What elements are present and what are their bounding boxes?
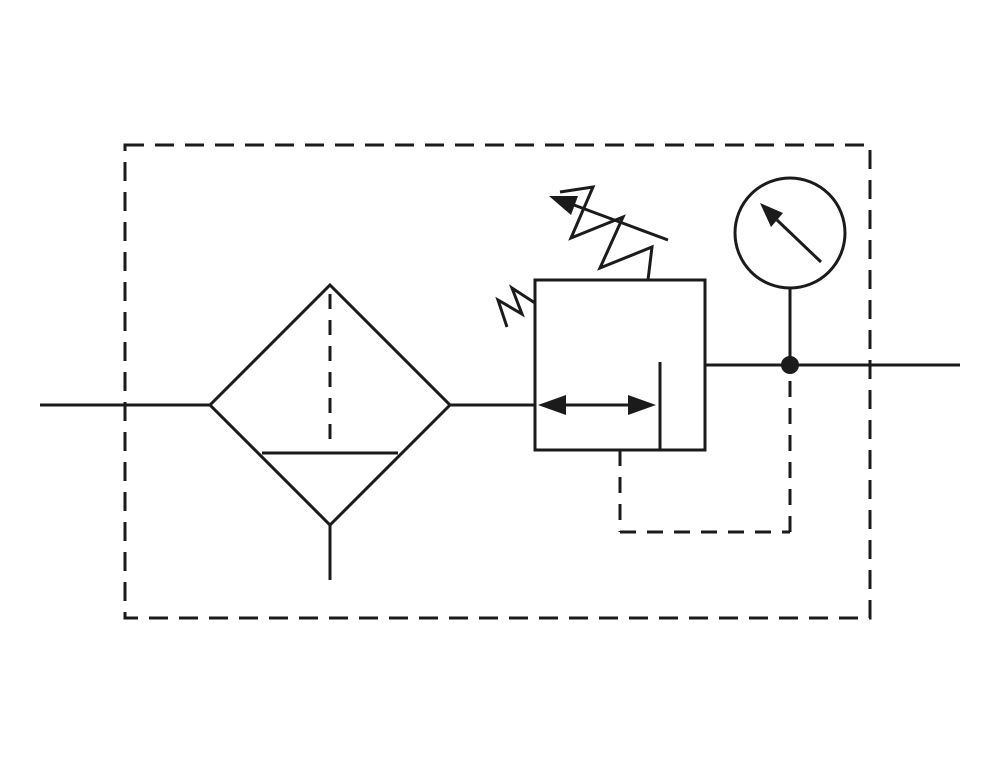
regulator-adjustment-arrow-shaft [573, 203, 669, 242]
regulator-flow-arrow-right-head [628, 395, 656, 415]
regulator-adjustment-spring-zigzag [559, 185, 654, 281]
regulator-flow-arrow-left-head [538, 395, 566, 415]
regulator-adjustment-arrow-head [549, 196, 578, 215]
pressure-gauge-needle-shaft [775, 218, 823, 264]
pressure-gauge-needle-head [760, 203, 783, 227]
regulator-body-box [533, 278, 707, 452]
regulator-pilot-spring-zigzag [495, 284, 536, 328]
outlet-junction-node-dot [781, 356, 799, 374]
assembly-enclosure-dashed-box [123, 143, 872, 620]
